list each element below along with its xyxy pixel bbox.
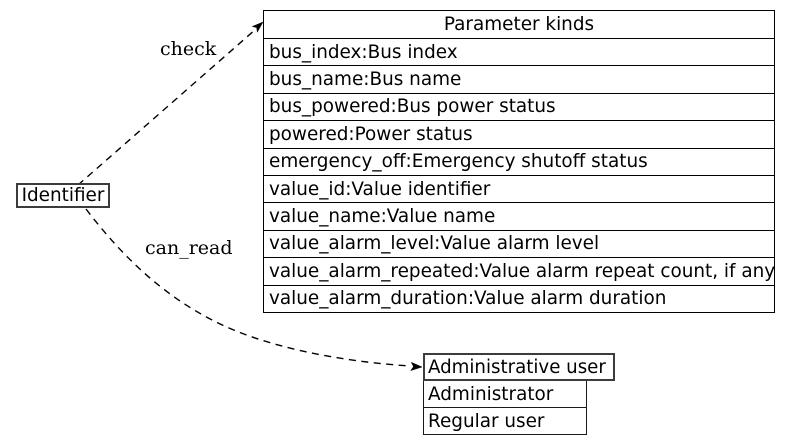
- parameter-kinds-title: Parameter kinds: [443, 14, 595, 35]
- edge-label-can-read: can_read: [145, 237, 233, 259]
- node-identifier: Identifier: [16, 183, 110, 208]
- parameter-row-value-alarm-repeated: value_alarm_repeated:Value alarm repeat …: [264, 257, 774, 284]
- node-parameter-kinds: Parameter kinds bus_index:Bus index bus_…: [263, 10, 775, 313]
- edge-label-check: check: [160, 38, 217, 60]
- user-row-administrator: Administrator: [423, 381, 587, 408]
- parameter-row-bus-name: bus_name:Bus name: [264, 65, 774, 92]
- parameter-row-bus-index: bus_index:Bus index: [264, 38, 774, 65]
- node-administrative-user-title: Administrative user: [423, 353, 615, 381]
- parameter-row-value-id: value_id:Value identifier: [264, 174, 774, 202]
- parameter-row-bus-powered: bus_powered:Bus power status: [264, 92, 774, 120]
- parameter-row-value-alarm-level: value_alarm_level:Value alarm level: [264, 229, 774, 257]
- edge-check-arrowhead: [251, 21, 264, 33]
- edge-can-read-arrowhead: [410, 361, 423, 372]
- parameter-row-value-name: value_name:Value name: [264, 202, 774, 229]
- parameter-row-powered: powered:Power status: [264, 120, 774, 147]
- parameter-row-value-alarm-duration: value_alarm_duration:Value alarm duratio…: [264, 284, 774, 312]
- parameter-row-emergency-off: emergency_off:Emergency shutoff status: [264, 147, 774, 175]
- user-row-regular-user: Regular user: [423, 408, 587, 435]
